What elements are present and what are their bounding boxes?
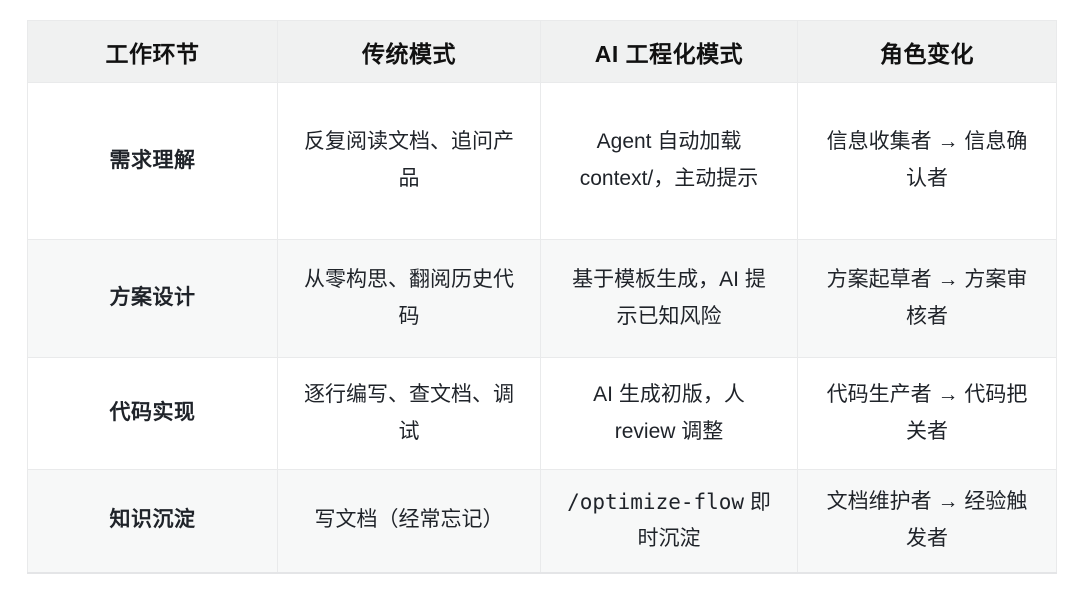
cell-traditional: 逐行编写、查文档、调试 <box>277 357 541 470</box>
slash-command-code: /optimize-flow <box>567 489 745 514</box>
cell-ai-mode-text: 即时沉淀 <box>637 490 771 551</box>
cell-ai-mode: AI 生成初版，人 review 调整 <box>540 357 798 470</box>
table-row: 知识沉淀 写文档（经常忘记） /optimize-flow 即时沉淀 文档维护者… <box>27 469 1057 573</box>
cell-traditional: 写文档（经常忘记） <box>277 469 541 573</box>
cell-role-change: 信息收集者 → 信息确认者 <box>797 82 1057 240</box>
table-header-row: 工作环节 传统模式 AI 工程化模式 角色变化 <box>27 20 1057 83</box>
cell-stage: 方案设计 <box>27 239 278 358</box>
table-row: 需求理解 反复阅读文档、追问产品 Agent 自动加载 context/，主动提… <box>27 82 1057 240</box>
comparison-table: 工作环节 传统模式 AI 工程化模式 角色变化 需求理解 反复阅读文档、追问产品… <box>27 20 1057 574</box>
cell-traditional: 从零构思、翻阅历史代码 <box>277 239 541 358</box>
cell-traditional: 反复阅读文档、追问产品 <box>277 82 541 240</box>
cell-stage: 知识沉淀 <box>27 469 278 573</box>
cell-ai-mode: /optimize-flow 即时沉淀 <box>540 469 798 573</box>
column-header-traditional-mode: 传统模式 <box>277 20 541 83</box>
cell-ai-mode: Agent 自动加载 context/，主动提示 <box>540 82 798 240</box>
cell-role-change: 文档维护者 → 经验触发者 <box>797 469 1057 573</box>
column-header-role-change: 角色变化 <box>797 20 1057 83</box>
cell-role-change: 代码生产者 → 代码把关者 <box>797 357 1057 470</box>
column-header-work-stage: 工作环节 <box>27 20 278 83</box>
cell-stage: 代码实现 <box>27 357 278 470</box>
cell-role-change: 方案起草者 → 方案审核者 <box>797 239 1057 358</box>
table-row: 代码实现 逐行编写、查文档、调试 AI 生成初版，人 review 调整 代码生… <box>27 357 1057 470</box>
cell-stage: 需求理解 <box>27 82 278 240</box>
table-row: 方案设计 从零构思、翻阅历史代码 基于模板生成，AI 提示已知风险 方案起草者 … <box>27 239 1057 358</box>
cell-ai-mode: 基于模板生成，AI 提示已知风险 <box>540 239 798 358</box>
column-header-ai-engineering-mode: AI 工程化模式 <box>540 20 798 83</box>
